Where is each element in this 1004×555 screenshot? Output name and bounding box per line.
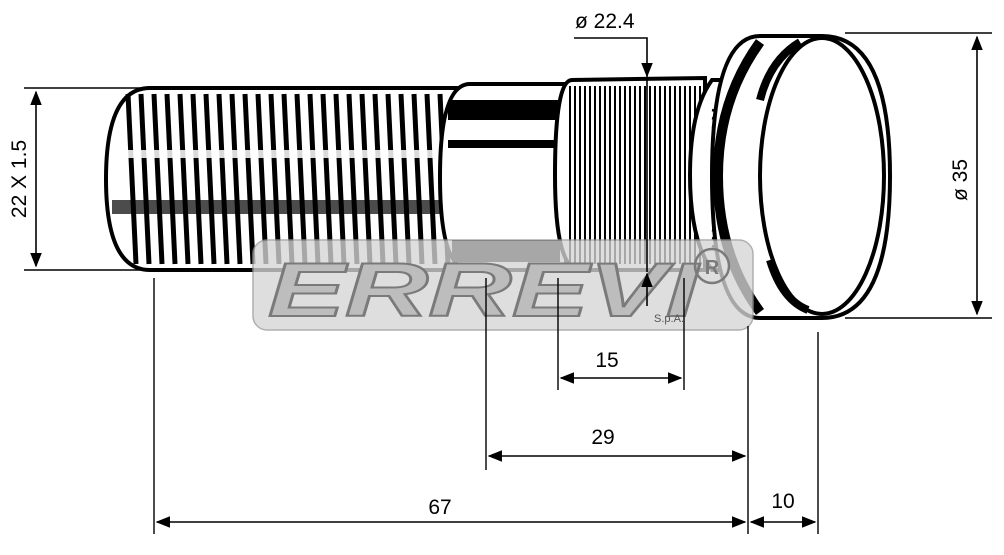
shank-length-label: 67 (428, 496, 451, 519)
errevi-watermark: ERREVI R S.p.A. (252, 239, 754, 334)
hatch-line (320, 93, 334, 265)
watermark-brand: ERREVI (268, 248, 701, 333)
hatch-line (138, 93, 152, 265)
shoulder-length-label: 29 (591, 426, 614, 449)
thread-spec-label: 22 X 1.5 (8, 140, 31, 218)
hatch-line (268, 93, 282, 265)
head-diameter-label: ø 35 (949, 159, 972, 201)
hatch-line (372, 93, 386, 265)
dim-head-diameter: ø 35 (845, 32, 992, 319)
extension-lines (153, 278, 819, 534)
hatch-line (177, 93, 191, 265)
dim-knurl-diameter: ø 22.4 (574, 10, 653, 306)
hatch-line (216, 93, 230, 265)
hatch-line (203, 93, 217, 265)
dim-head-height: 10 (749, 490, 817, 528)
registered-mark-icon (693, 247, 731, 285)
hatch-line (229, 93, 243, 265)
hatch-line (164, 93, 178, 265)
dim-knurl-length: 15 (559, 349, 683, 384)
hatch-line (424, 93, 438, 265)
knurl-diameter-label: ø 22.4 (575, 10, 635, 33)
hatch-line (125, 93, 139, 265)
hatch-line (385, 93, 399, 265)
round-head (709, 34, 893, 320)
threaded-shank (103, 86, 464, 272)
hatch-line (281, 93, 295, 265)
hatch-line (151, 93, 165, 265)
dim-shoulder-length: 29 (487, 426, 747, 462)
watermark-panel (252, 239, 754, 331)
hatch-line (411, 93, 425, 265)
hatch-line (190, 93, 204, 265)
watermark-suffix: S.p.A. (654, 313, 684, 325)
hatch-line (255, 93, 269, 265)
knurl-length-label: 15 (595, 349, 618, 372)
hatch-line (307, 93, 321, 265)
dim-thread-spec: 22 X 1.5 (8, 87, 145, 271)
hatch-line (359, 93, 373, 265)
hatch-line (398, 93, 412, 265)
hatch-line (242, 93, 256, 265)
dim-shank-length: 67 (155, 496, 747, 528)
hatch-line (346, 93, 360, 265)
head-height-label: 10 (771, 490, 794, 513)
hatch-line (294, 93, 308, 265)
watermark-registered: R (705, 257, 720, 279)
hatch-line (333, 93, 347, 265)
